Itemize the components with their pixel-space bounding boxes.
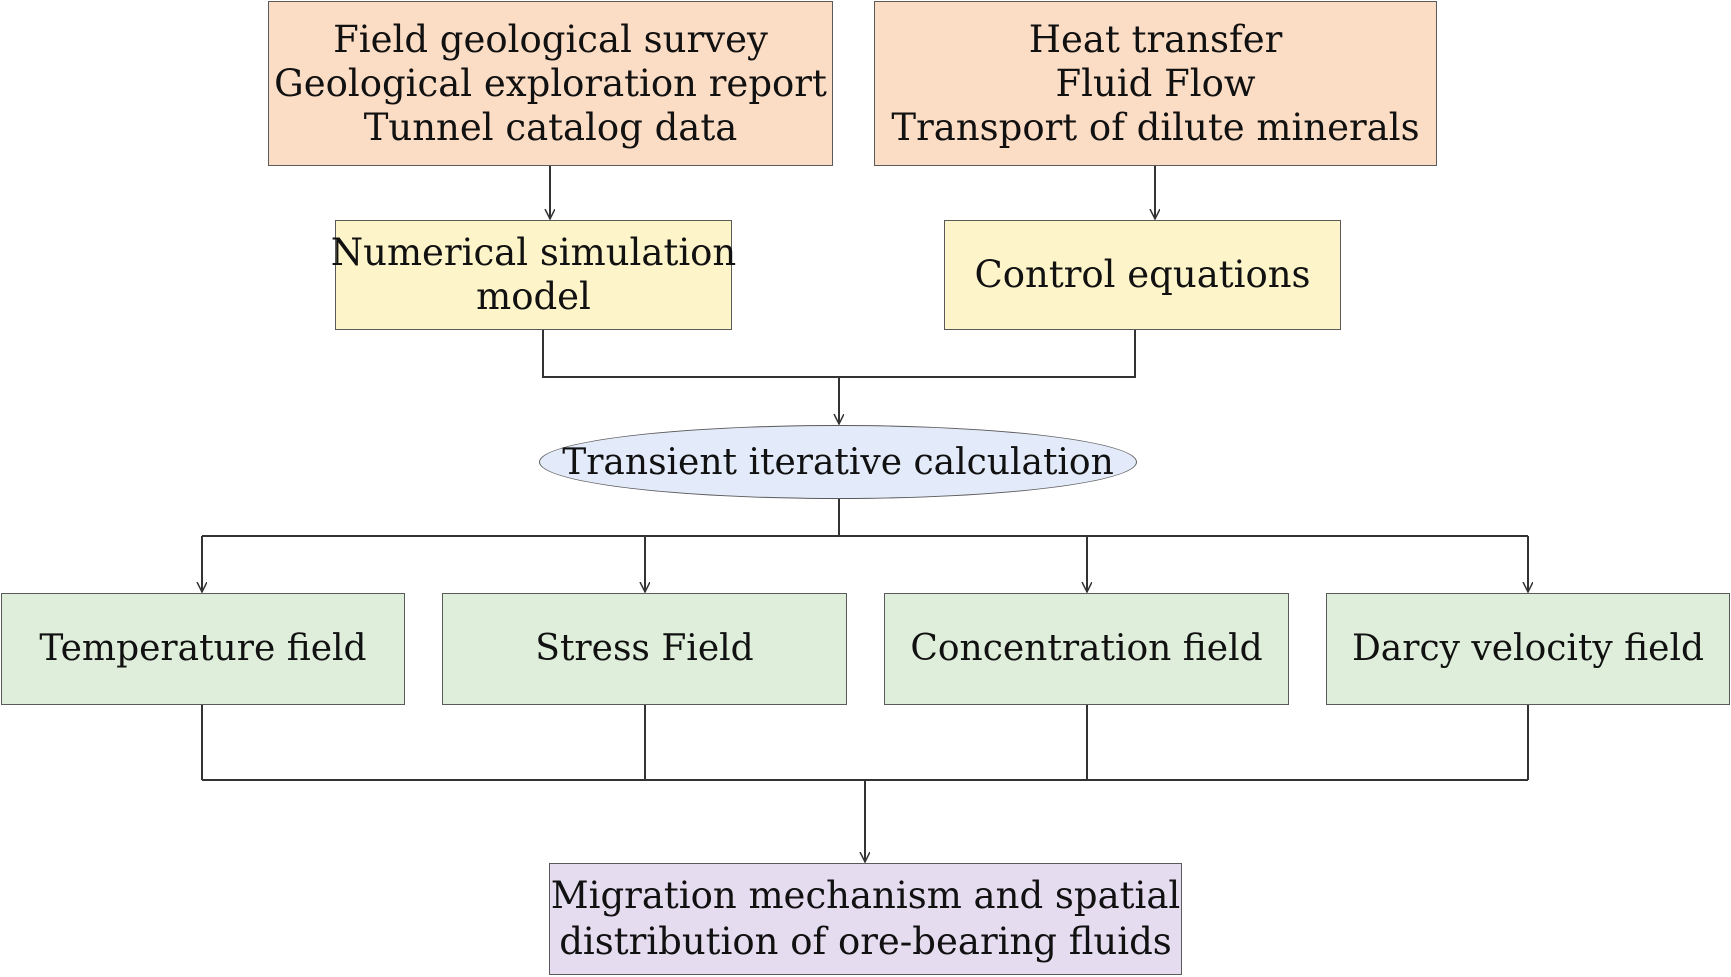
geology-input-line-2: Geological exploration report <box>274 61 827 105</box>
output-line-1: Migration mechanism and spatial <box>550 874 1181 917</box>
geology-input-line-1: Field geological survey <box>333 17 768 61</box>
physics-input-line-2: Fluid Flow <box>1055 61 1256 105</box>
numerical-simulation-model-box: Numerical simulation model <box>331 220 736 330</box>
output-line-2: distribution of ore-bearing fluids <box>559 920 1172 963</box>
stress-field-box: Stress Field <box>442 593 847 705</box>
concentration-field-box: Concentration field <box>884 593 1289 705</box>
stress-field-label: Stress Field <box>535 628 754 669</box>
transient-calculation-ellipse: Transient iterative calculation <box>539 425 1137 499</box>
temperature-field-label: Temperature field <box>39 628 367 669</box>
physics-input-line-1: Heat transfer <box>1028 17 1283 61</box>
darcy-velocity-field-box: Darcy velocity field <box>1326 593 1730 705</box>
geology-input-line-3: Tunnel catalog data <box>363 105 738 149</box>
darcy-velocity-field-label: Darcy velocity field <box>1351 628 1705 669</box>
migration-mechanism-output-box: Migration mechanism and spatial distribu… <box>549 863 1182 975</box>
geology-input-box: Field geological survey Geological explo… <box>268 1 833 166</box>
control-equations-box: Control equations <box>944 220 1341 330</box>
physics-input-box: Heat transfer Fluid Flow Transport of di… <box>874 1 1437 166</box>
transient-calculation-label: Transient iterative calculation <box>562 441 1114 483</box>
control-equations-label: Control equations <box>974 253 1311 296</box>
numerical-model-line-2: model <box>476 275 591 318</box>
physics-input-line-3: Transport of dilute minerals <box>891 105 1420 149</box>
concentration-field-label: Concentration field <box>910 628 1263 669</box>
numerical-model-line-1: Numerical simulation <box>330 231 737 274</box>
temperature-field-box: Temperature field <box>1 593 405 705</box>
merge-models-line <box>542 330 1136 378</box>
